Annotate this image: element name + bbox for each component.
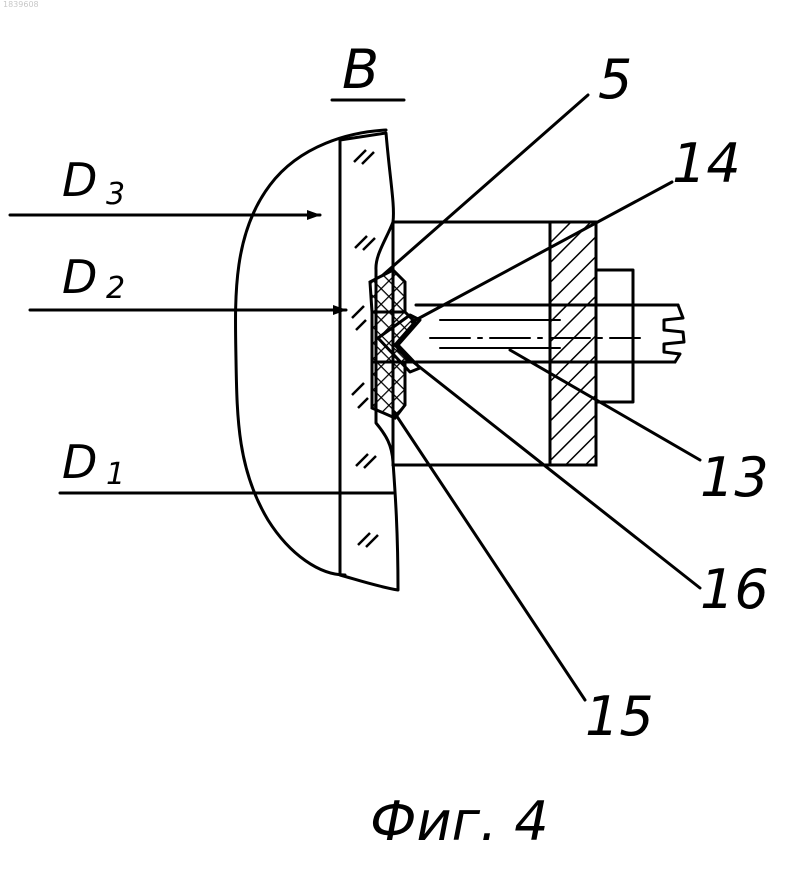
svg-text:D: D: [62, 153, 97, 207]
section-break-outline: [236, 130, 386, 575]
d2-label: D 2: [62, 250, 125, 306]
svg-text:D: D: [62, 435, 97, 489]
leader-13: [510, 350, 700, 460]
housing: [393, 222, 596, 465]
d3-label: D 3: [62, 153, 125, 212]
callout-16: 16: [700, 558, 769, 621]
svg-text:3: 3: [106, 177, 125, 212]
bushing: [596, 270, 633, 402]
svg-text:D: D: [62, 250, 97, 304]
view-label: B: [342, 38, 379, 101]
d1-label: D 1: [62, 435, 125, 492]
callout-15: 15: [585, 685, 654, 748]
callout-13: 13: [700, 446, 769, 509]
gasket-lower: [372, 362, 405, 418]
callout-5: 5: [598, 48, 632, 111]
housing-end-wall: [550, 222, 596, 465]
svg-text:2: 2: [106, 271, 125, 306]
figure-caption: Фиг. 4: [370, 790, 549, 853]
svg-text:1: 1: [106, 457, 125, 492]
callout-14: 14: [672, 132, 741, 195]
